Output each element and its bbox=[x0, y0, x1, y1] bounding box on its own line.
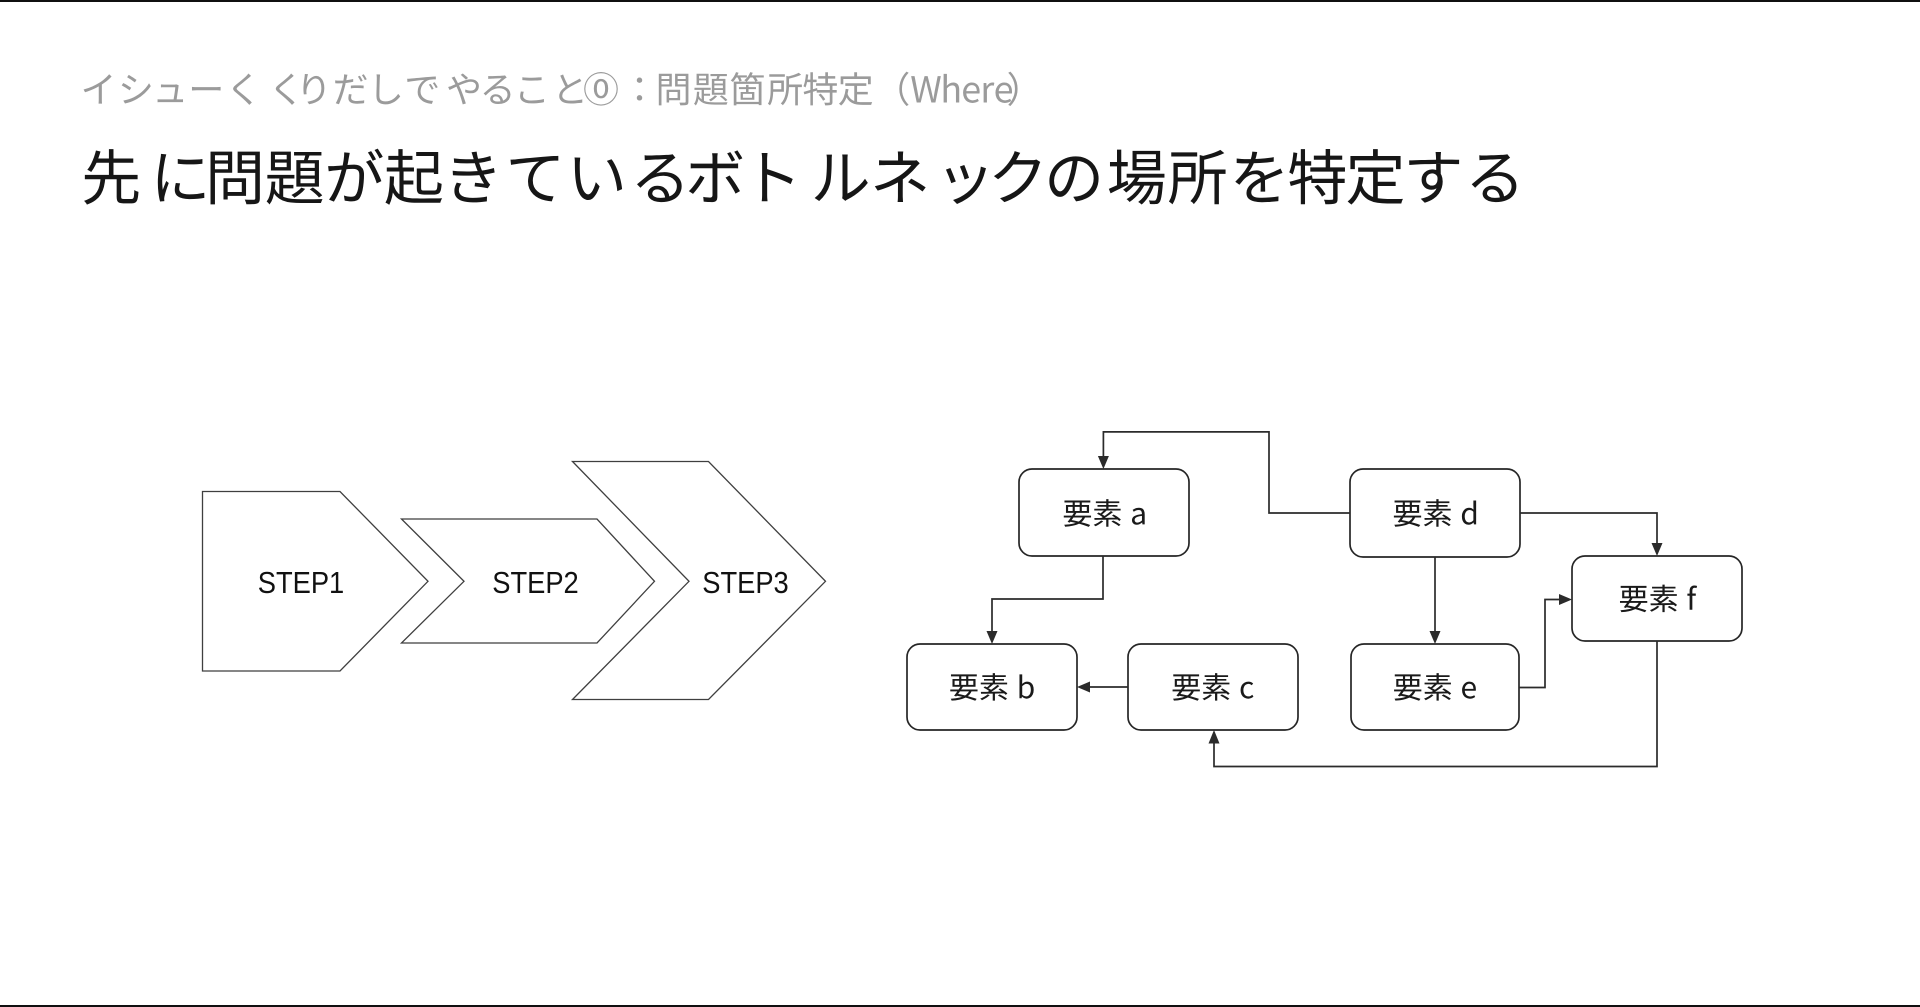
svg-text:STEP3: STEP3 bbox=[702, 565, 789, 600]
svg-text:STEP1: STEP1 bbox=[258, 565, 345, 600]
svg-text:STEP2: STEP2 bbox=[492, 565, 579, 600]
